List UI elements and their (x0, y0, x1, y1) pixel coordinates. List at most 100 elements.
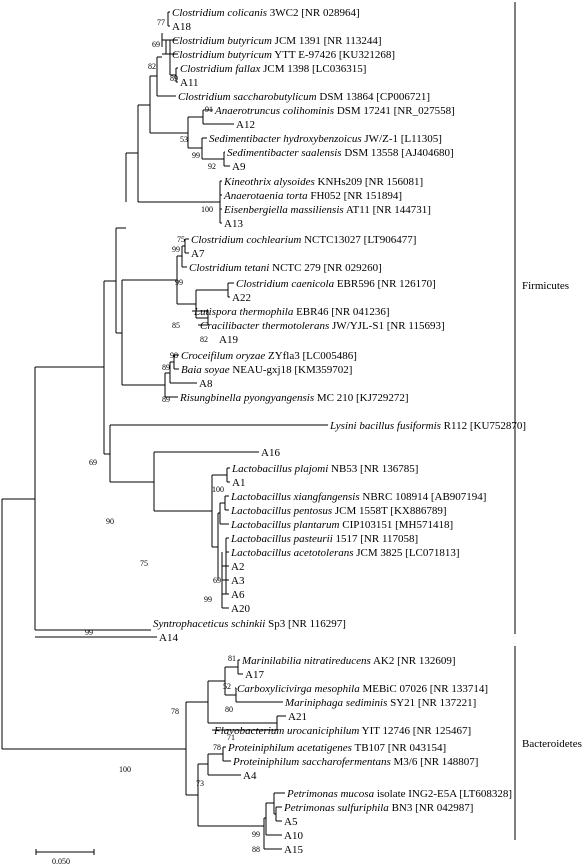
bootstrap-value: 75 (140, 559, 148, 568)
bootstrap-value: 81 (228, 654, 236, 663)
bootstrap-value: 100 (119, 765, 131, 774)
leaf-label: Clostridium butyricum JCM 1391 [NR 11324… (172, 35, 382, 47)
leaf-label: A12 (236, 119, 255, 131)
leaf-label: Clostridium tetani NCTC 279 [NR 029260] (189, 262, 382, 274)
leaf-label: A7 (191, 248, 205, 260)
bootstrap-value: 73 (196, 779, 204, 788)
bootstrap-value: 53 (180, 135, 188, 144)
bootstrap-values: 7769828991539992100759999858298898969100… (85, 18, 260, 854)
bootstrap-value: 89 (162, 363, 170, 372)
bootstrap-value: 98 (170, 351, 178, 360)
leaf-label: A8 (199, 378, 213, 390)
group-brackets: Firmicutes Bacteroidetes (514, 2, 582, 840)
tree-branches (1, 11, 328, 850)
leaf-label: Cracilibacter thermotolerans JW/YJL-S1 [… (200, 320, 445, 332)
leaf-label: Clostridium fallax JCM 1398 [LC036315] (180, 63, 366, 75)
bootstrap-value: 89 (170, 74, 178, 83)
leaf-label: A22 (232, 292, 251, 304)
bootstrap-value: 99 (175, 278, 183, 287)
bootstrap-value: 82 (200, 335, 208, 344)
bootstrap-value: 99 (252, 830, 260, 839)
bootstrap-value: 75 (177, 235, 185, 244)
group-label-firmicutes: Firmicutes (522, 280, 569, 292)
leaf-label: Lactobacillus plajomi NB53 [NR 136785] (231, 463, 418, 475)
leaf-label: A9 (232, 161, 246, 173)
bootstrap-value: 99 (85, 628, 93, 637)
leaf-label: Proteiniphilum saccharofermentans M3/6 [… (232, 756, 478, 768)
group-label-bacteroidetes: Bacteroidetes (522, 738, 582, 750)
leaf-label: A20 (231, 603, 250, 615)
leaf-label: A13 (224, 218, 243, 230)
leaf-label: Clostridium caenicola EBR596 [NR 126170] (236, 278, 436, 290)
bootstrap-value: 100 (201, 205, 213, 214)
scale-bar: 0.050 (35, 849, 95, 866)
leaf-label: Flavobacterium urocaniciphilum YIT 12746… (213, 725, 471, 737)
leaf-label: Clostridium butyricum YTT E-97426 [KU321… (172, 49, 395, 61)
leaf-label: Lactobacillus pasteurii 1517 [NR 117058] (230, 533, 418, 545)
leaf-labels: Clostridium colicanis 3WC2 [NR 028964] A1… (153, 7, 526, 856)
leaf-label: A17 (245, 669, 264, 681)
leaf-label: Mariniphaga sediminis SY21 [NR 137221] (284, 697, 476, 709)
leaf-label: Clostridium saccharobutylicum DSM 13864 … (178, 91, 430, 103)
bootstrap-value: 69 (213, 576, 221, 585)
leaf-label: Anaerotruncus colihominis DSM 17241 [NR_… (214, 105, 455, 117)
leaf-label: Carboxylicivirga mesophila MEBiC 07026 [… (237, 683, 488, 695)
leaf-label: A15 (284, 844, 303, 856)
leaf-label: A2 (231, 561, 244, 573)
leaf-label: Lactobacillus pentosus JCM 1558T [KX8867… (230, 505, 447, 517)
leaf-label: Risungbinella pyongyangensis MC 210 [KJ7… (179, 392, 409, 404)
leaf-label: Croceifilum oryzae ZYfla3 [LC005486] (181, 350, 357, 362)
leaf-label: A16 (261, 447, 280, 459)
bootstrap-value: 82 (148, 62, 156, 71)
leaf-label: A19 (219, 334, 238, 346)
leaf-label: Lactobacillus xiangfangensis NBRC 108914… (230, 491, 486, 503)
leaf-label: A5 (284, 816, 298, 828)
bootstrap-value: 78 (171, 707, 179, 716)
bootstrap-value: 99 (204, 595, 212, 604)
bootstrap-value: 99 (172, 245, 180, 254)
bootstrap-value: 52 (223, 682, 231, 691)
bootstrap-value: 78 (213, 743, 221, 752)
leaf-label: Petrimonas sulfuriphila BN3 [NR 042987] (283, 802, 473, 814)
leaf-label: Kineothrix alysoides KNHs209 [NR 156081] (223, 176, 423, 188)
leaf-label: Clostridium cochlearium NCTC13027 [LT906… (191, 234, 416, 246)
bootstrap-value: 89 (162, 395, 170, 404)
leaf-label: A4 (243, 770, 257, 782)
bootstrap-value: 90 (106, 517, 114, 526)
bootstrap-value: 91 (205, 105, 213, 114)
bootstrap-value: 100 (212, 485, 224, 494)
leaf-label: Proteiniphilum acetatigenes TB107 [NR 04… (227, 742, 446, 754)
leaf-label: A3 (231, 575, 245, 587)
leaf-label: A14 (159, 632, 178, 644)
bootstrap-value: 85 (172, 321, 180, 330)
leaf-label: Eisenbergiella massiliensis AT11 [NR 144… (223, 204, 431, 216)
bootstrap-value: 77 (157, 18, 165, 27)
leaf-label: Syntrophaceticus schinkii Sp3 [NR 116297… (153, 618, 346, 630)
scale-bar-label: 0.050 (52, 857, 70, 866)
bootstrap-value: 92 (208, 162, 216, 171)
bootstrap-value: 71 (227, 733, 235, 742)
leaf-label: Lysini bacillus fusiformis R112 [KU75287… (329, 420, 526, 432)
leaf-label: A10 (284, 830, 303, 842)
leaf-label: Petrimonas mucosa isolate ING2-E5A [LT60… (286, 788, 512, 800)
leaf-label: Baia soyae NEAU-gxj18 [KM359702] (181, 364, 352, 376)
bootstrap-value: 69 (152, 40, 160, 49)
leaf-label: A11 (180, 77, 199, 89)
bootstrap-value: 99 (192, 151, 200, 160)
bootstrap-value: 69 (89, 458, 97, 467)
leaf-label: Lutispora thermophila EBR46 [NR 041236] (193, 306, 390, 318)
leaf-label: A6 (231, 589, 245, 601)
leaf-label: Anaerotaenia torta FH052 [NR 151894] (223, 190, 402, 202)
leaf-label: Sedimentibacter saalensis DSM 13558 [AJ4… (227, 147, 454, 159)
leaf-label: A1 (232, 477, 245, 489)
leaf-label: A21 (288, 711, 307, 723)
leaf-label: Clostridium colicanis 3WC2 [NR 028964] (172, 7, 360, 19)
leaf-label: Lactobacillus acetotolerans JCM 3825 [LC… (230, 547, 460, 559)
bootstrap-value: 80 (225, 705, 233, 714)
leaf-label: Sedimentibacter hydroxybenzoicus JW/Z-1 … (209, 133, 442, 145)
leaf-label: Lactobacillus plantarum CIP103151 [MH571… (230, 519, 453, 531)
bootstrap-value: 88 (252, 845, 260, 854)
leaf-label: Marinilabilia nitratireducens AK2 [NR 13… (241, 655, 455, 667)
leaf-label: A18 (172, 21, 191, 33)
